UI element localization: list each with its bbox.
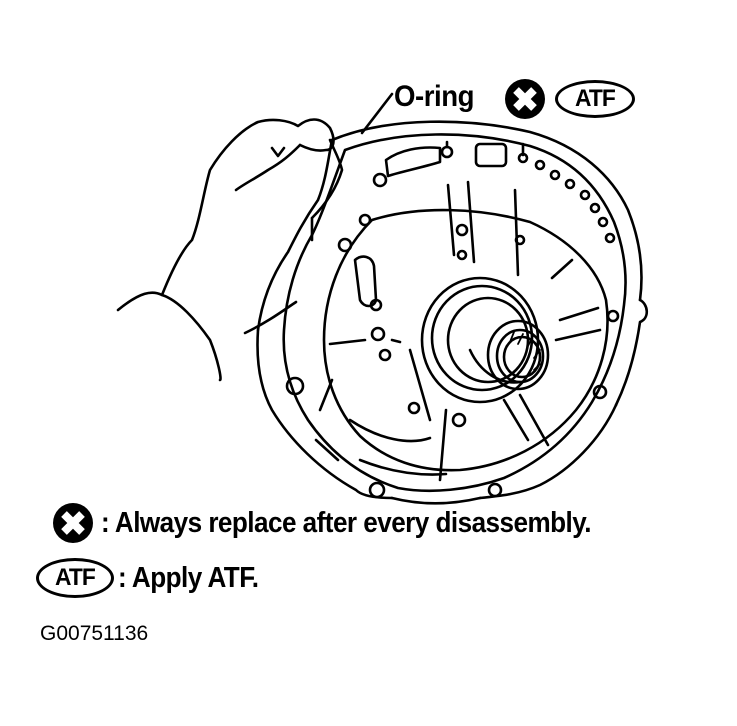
legend-text-atf: : Apply ATF.: [118, 561, 259, 594]
stator-shaft: [420, 276, 550, 404]
hand-illustration: [116, 118, 344, 382]
legend-item-replace: : Always replace after every disassembly…: [38, 503, 645, 543]
x-circle-icon: [53, 503, 93, 543]
apply-atf-icon: ATF: [555, 80, 635, 118]
replace-always-icon: [505, 79, 545, 124]
legend-text-replace: : Always replace after every disassembly…: [101, 506, 592, 539]
legend-item-atf: ATF : Apply ATF.: [36, 558, 274, 598]
atf-legend-badge-text: ATF: [55, 564, 96, 591]
atf-badge-text: ATF: [575, 85, 616, 112]
oring-leader-line: [360, 92, 394, 135]
x-circle-icon: [505, 79, 545, 119]
apply-atf-icon: ATF: [36, 558, 114, 598]
figure-id: G00751136: [40, 622, 149, 645]
oring-label: O-ring: [394, 80, 475, 113]
pump-housing: [256, 120, 649, 505]
